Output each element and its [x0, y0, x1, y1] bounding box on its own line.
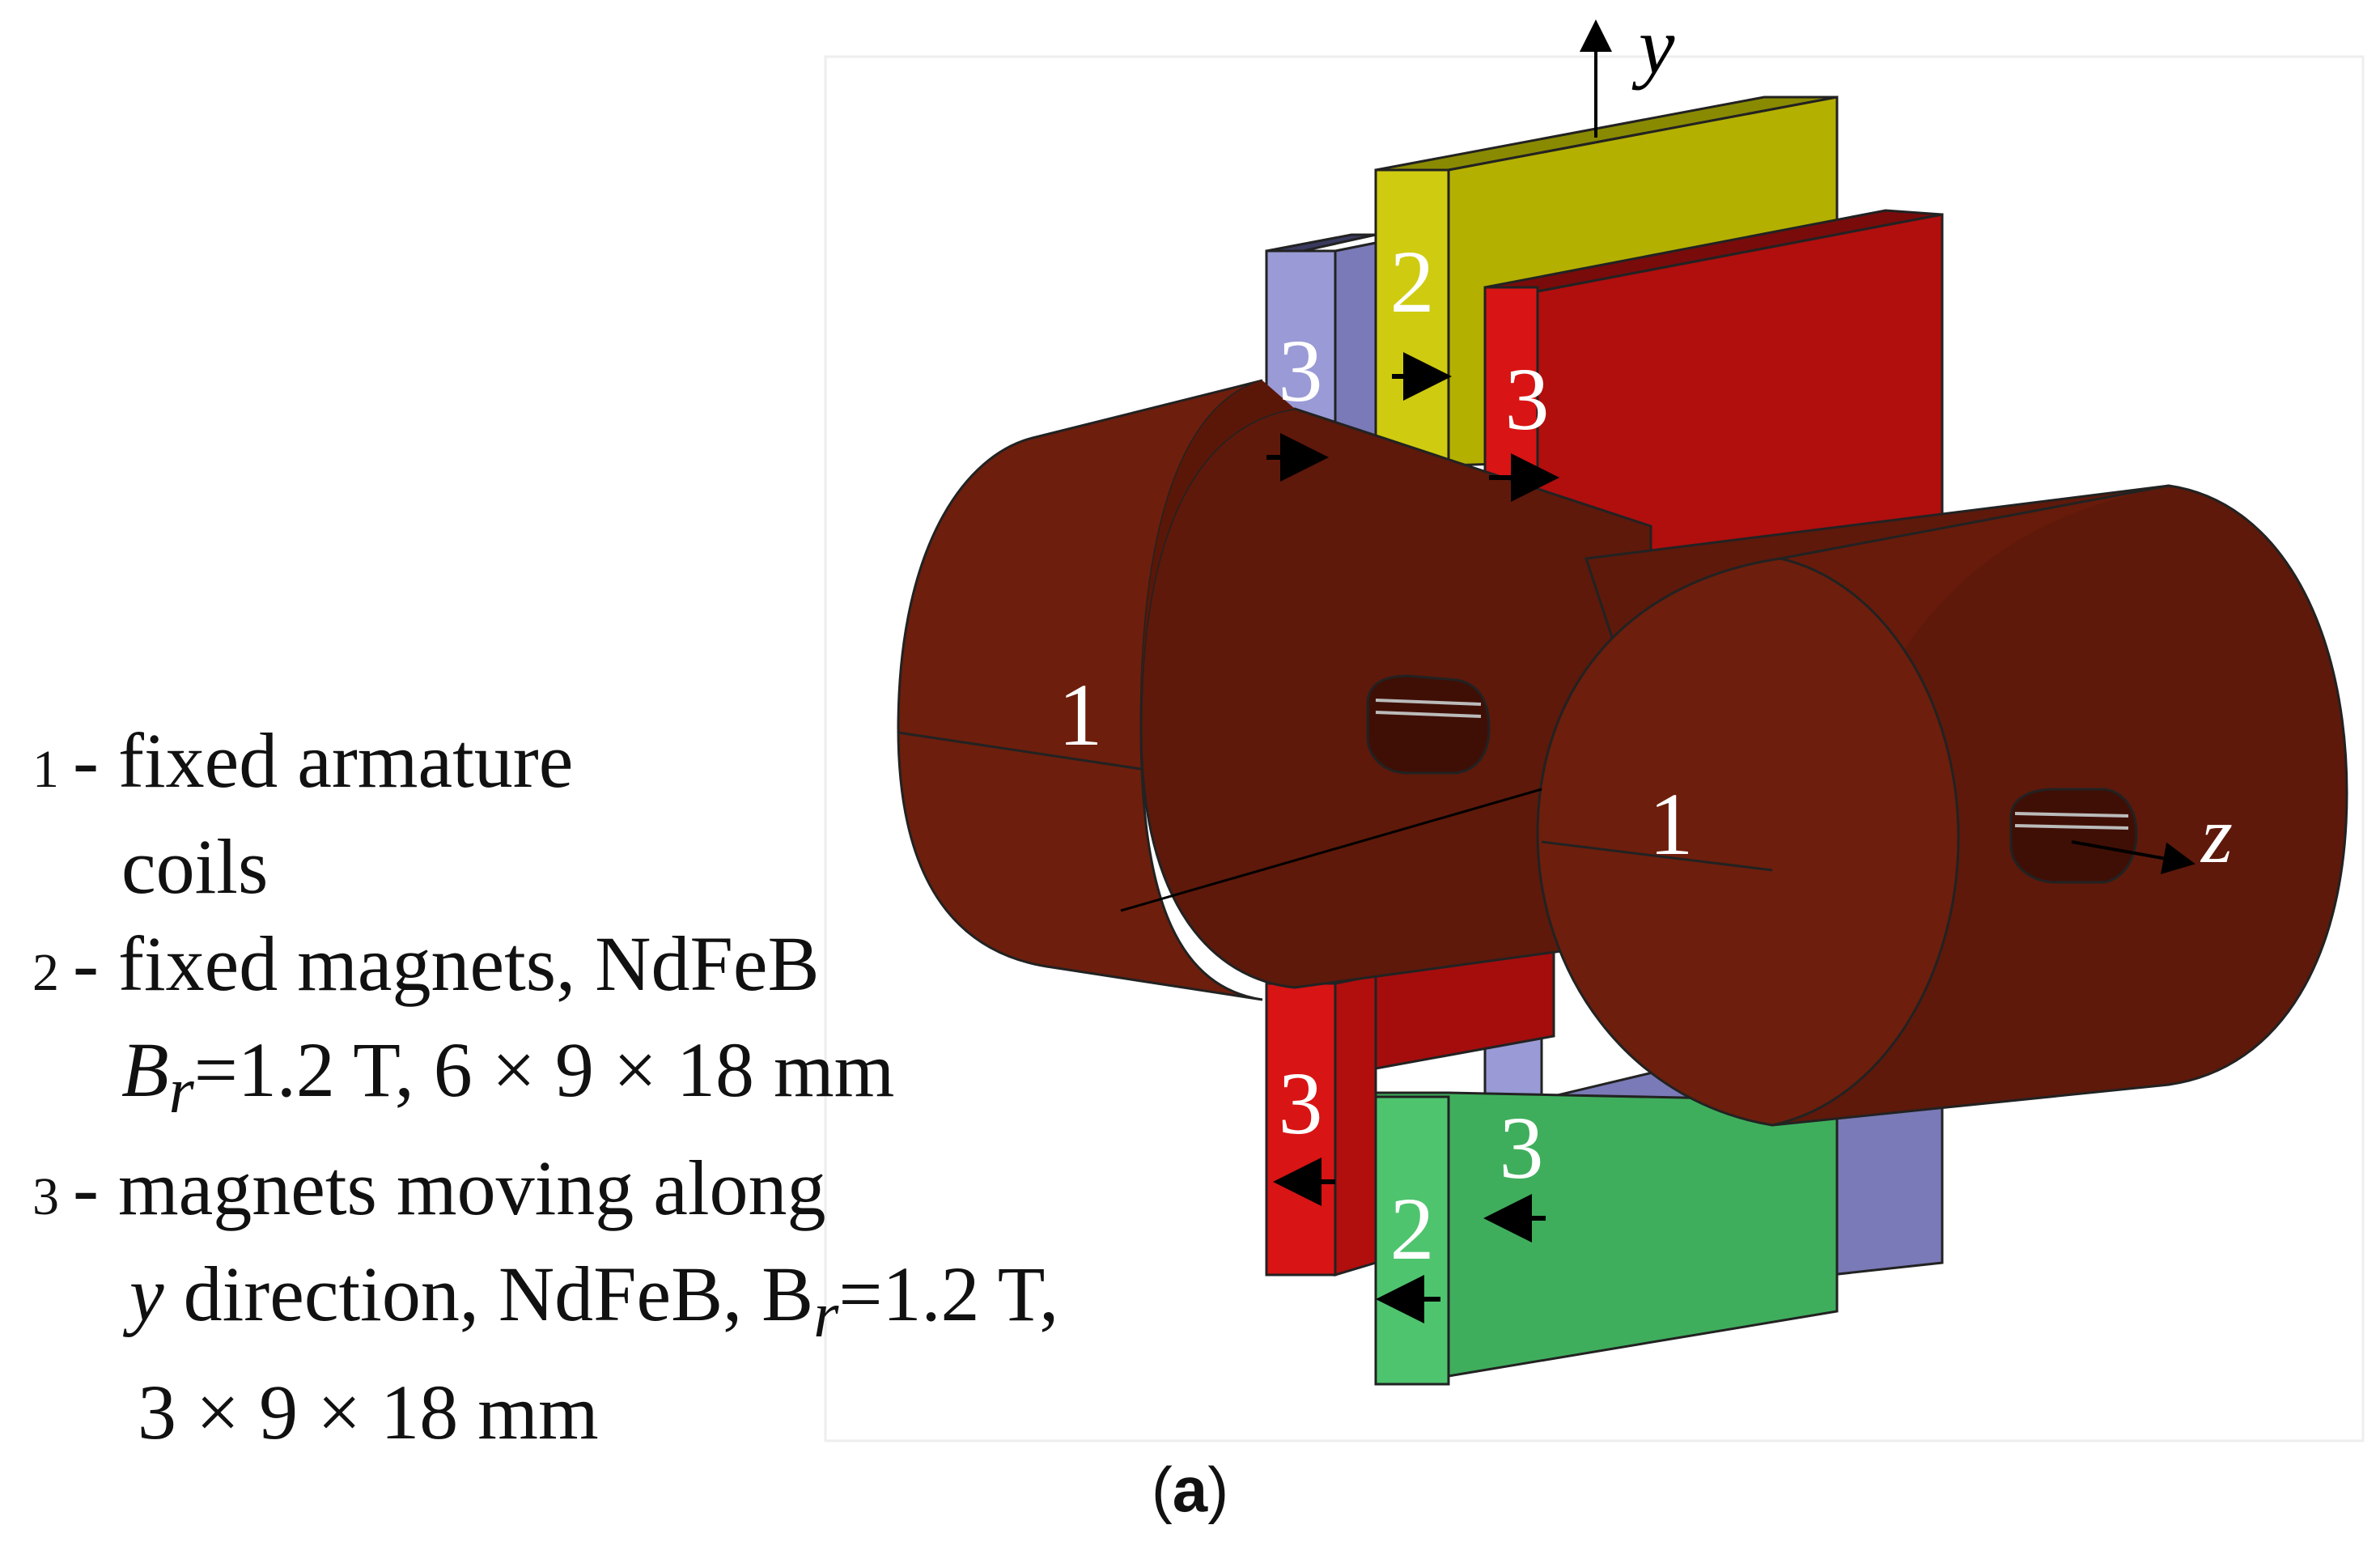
legend-item-2-spec: Br=1.2 T, 6 × 9 × 18 mm	[32, 1022, 987, 1140]
label-moving-magnet-top-right: 3	[1505, 350, 1550, 448]
caption-open: (	[1151, 1454, 1173, 1525]
legend-br-value-3: =1.2 T,	[838, 1251, 1059, 1338]
label-fixed-magnet-bottom: 2	[1390, 1179, 1435, 1278]
label-moving-magnet-bottom-right: 3	[1500, 1098, 1544, 1197]
armature-left	[897, 379, 1652, 1001]
armature-right	[1536, 484, 2348, 1127]
legend-item-3: 3- magnets moving along	[32, 1140, 987, 1246]
legend-text-3-dims: 3 × 9 × 18 mm	[138, 1369, 599, 1456]
legend-item-3-direction: y direction, NdFeB, Br=1.2 T,	[32, 1246, 1058, 1364]
legend-text-2-spec: =1.2 T, 6 × 9 × 18 mm	[193, 1026, 895, 1113]
legend-text-3-direction: direction, NdFeB, B	[163, 1251, 814, 1338]
legend-number-1: 1	[32, 740, 59, 799]
br-subscript: r	[168, 1056, 194, 1128]
label-armature-right: 1	[1649, 775, 1694, 873]
label-armature-left: 1	[1058, 665, 1103, 764]
figure-caption: (a)	[0, 1453, 2380, 1527]
legend: 1- fixed armature coils 2- fixed magnets…	[32, 712, 1058, 1461]
y-axis-label: y	[1631, 1, 1675, 91]
direction-variable: y	[129, 1251, 164, 1338]
caption-letter: a	[1172, 1454, 1208, 1525]
legend-number-3: 3	[32, 1167, 59, 1227]
fixed-magnet-bottom	[1374, 1091, 1839, 1386]
moving-magnet-bottom-left	[1265, 945, 1555, 1277]
legend-text-1-continued: coils	[121, 823, 269, 910]
legend-number-2: 2	[32, 943, 59, 1002]
legend-item-3-dims: 3 × 9 × 18 mm	[32, 1364, 987, 1461]
legend-item-2: 2- fixed magnets, NdFeB	[32, 915, 987, 1022]
legend-text-1: - fixed armature	[73, 717, 574, 804]
caption-close: )	[1207, 1454, 1229, 1525]
label-moving-magnet-top-left: 3	[1279, 321, 1323, 420]
moving-magnet-top-right	[1483, 209, 1944, 576]
br-subscript-3: r	[813, 1280, 839, 1352]
legend-item-1-continued: coils	[32, 818, 987, 915]
legend-text-3: - magnets moving along	[73, 1145, 826, 1232]
label-moving-magnet-bottom-left: 3	[1279, 1054, 1323, 1153]
br-symbol: B	[121, 1026, 169, 1113]
legend-item-1: 1- fixed armature	[32, 712, 987, 818]
z-axis-label: z	[2200, 790, 2233, 880]
z-axis-arrow	[2071, 840, 2195, 875]
label-fixed-magnet-top: 2	[1390, 232, 1435, 331]
center-axis-line	[1120, 788, 1542, 912]
legend-text-2: - fixed magnets, NdFeB	[73, 920, 820, 1007]
